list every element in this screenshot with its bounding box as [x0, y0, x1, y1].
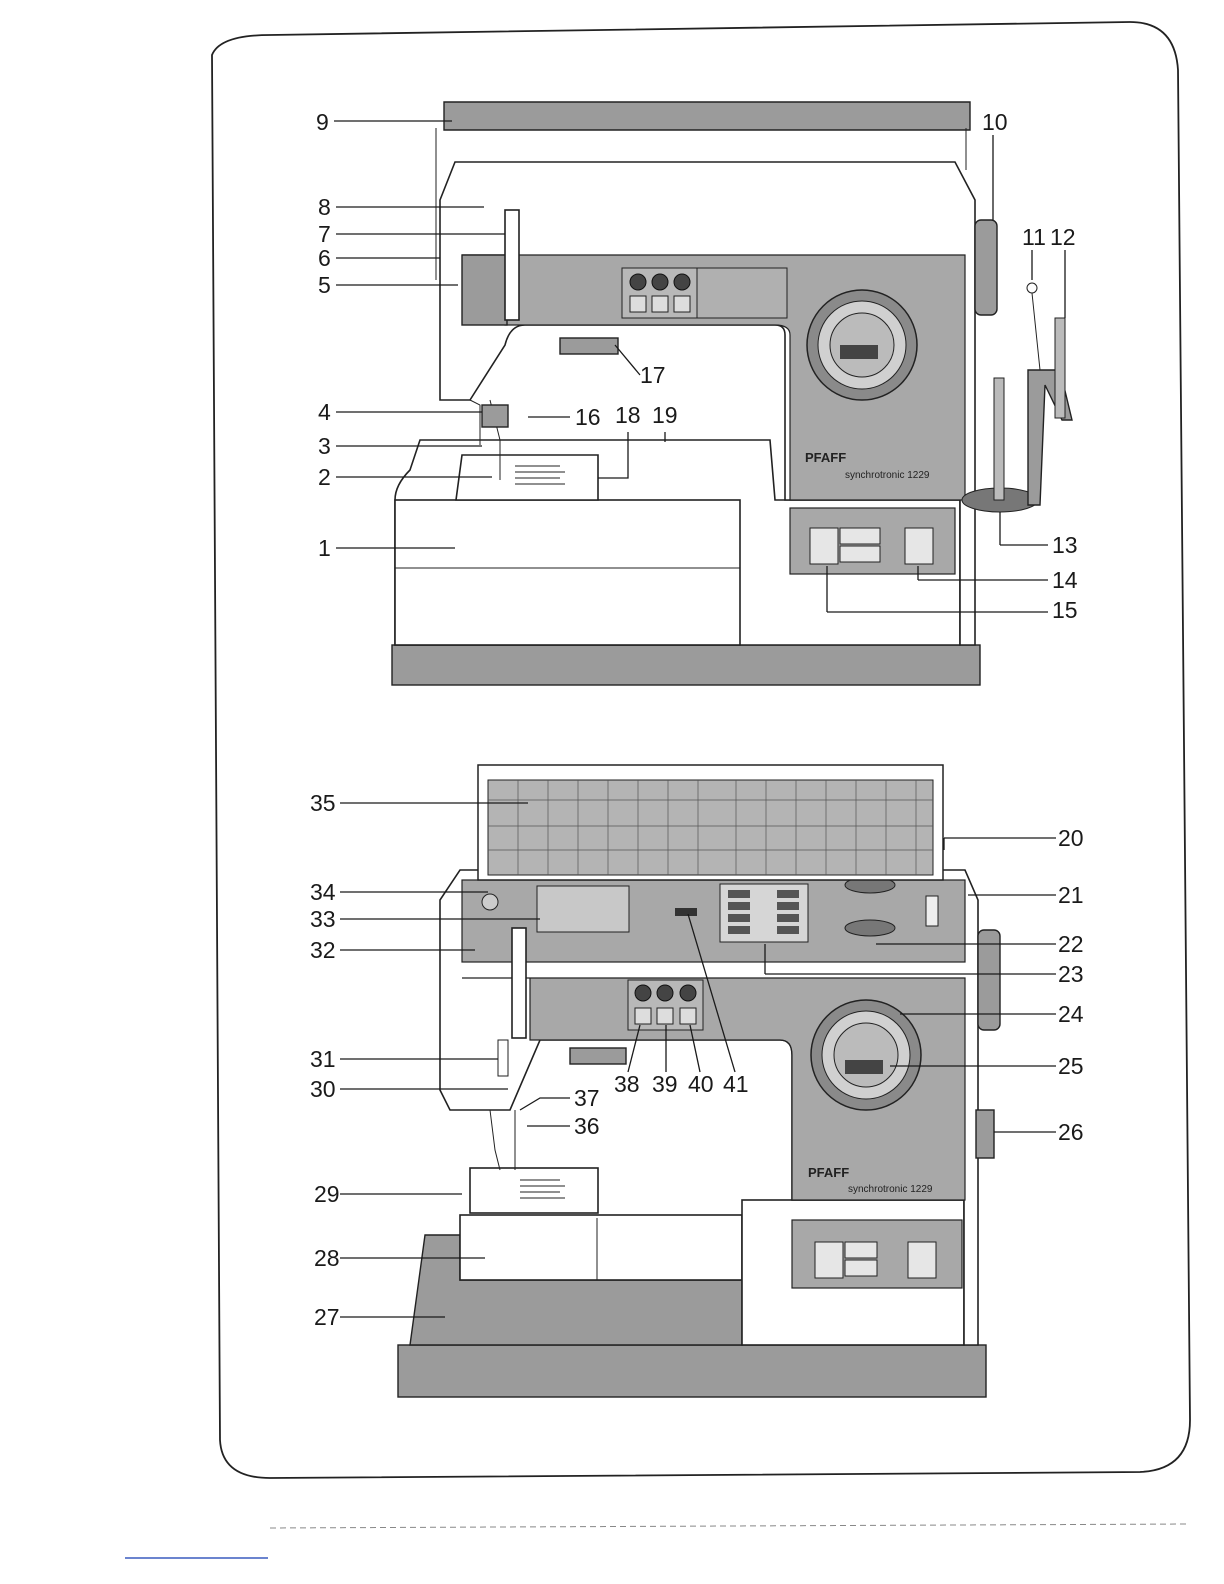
callout-9: 9 — [316, 109, 329, 135]
callout-4: 4 — [318, 399, 331, 425]
brand-text: PFAFF — [805, 450, 846, 465]
callout-35: 35 — [310, 790, 336, 816]
callout-41: 41 — [723, 1071, 749, 1097]
callout-10: 10 — [982, 109, 1008, 135]
callout-30: 30 — [310, 1076, 336, 1102]
callout-33: 33 — [310, 906, 336, 932]
brand-text-bottom: PFAFF — [808, 1165, 849, 1180]
callout-18: 18 — [615, 402, 641, 428]
callout-24: 24 — [1058, 1001, 1084, 1027]
callout-21: 21 — [1058, 882, 1084, 908]
callout-26: 26 — [1058, 1119, 1084, 1145]
callout-28: 28 — [314, 1245, 340, 1271]
carrying-handle — [444, 102, 970, 130]
callout-1: 1 — [318, 535, 331, 561]
callout-34: 34 — [310, 879, 336, 905]
callout-31: 31 — [310, 1046, 336, 1072]
callout-12: 12 — [1050, 224, 1076, 250]
stitch-dial — [807, 290, 917, 400]
machine-front-view: PFAFF synchrotronic 1229 — [316, 102, 1078, 685]
callout-8: 8 — [318, 194, 331, 220]
callout-40: 40 — [688, 1071, 714, 1097]
callout-16: 16 — [575, 404, 601, 430]
machine-open-view: PFAFF synchrotronic 1229 — [310, 765, 1084, 1397]
callout-32: 32 — [310, 937, 336, 963]
callout-19: 19 — [652, 402, 678, 428]
callout-22: 22 — [1058, 931, 1084, 957]
handwheel — [975, 220, 997, 315]
callout-39: 39 — [652, 1071, 678, 1097]
callout-13: 13 — [1052, 532, 1078, 558]
callout-14: 14 — [1052, 567, 1078, 593]
spool-holder — [962, 283, 1072, 512]
callout-36: 36 — [574, 1113, 600, 1139]
callout-38: 38 — [614, 1071, 640, 1097]
callout-5: 5 — [318, 272, 331, 298]
callout-6: 6 — [318, 245, 331, 271]
callout-17: 17 — [640, 362, 666, 388]
switch-panel — [790, 508, 955, 574]
callout-27: 27 — [314, 1304, 340, 1330]
scan-artifact-line — [270, 1524, 1190, 1528]
callout-20: 20 — [1058, 825, 1084, 851]
base-plate — [392, 645, 980, 685]
callout-37: 37 — [574, 1085, 600, 1111]
stitch-chart-lid — [478, 765, 943, 880]
callout-11: 11 — [1022, 224, 1046, 250]
callout-2: 2 — [318, 464, 331, 490]
stitch-buttons — [622, 268, 787, 318]
callout-25: 25 — [1058, 1053, 1084, 1079]
callout-3: 3 — [318, 433, 331, 459]
model-text-bottom: synchrotronic 1229 — [848, 1184, 933, 1195]
model-text: synchrotronic 1229 — [845, 470, 930, 481]
callout-7: 7 — [318, 221, 331, 247]
accessory-box — [395, 500, 740, 645]
callout-15: 15 — [1052, 597, 1078, 623]
callout-29: 29 — [314, 1181, 340, 1207]
callout-23: 23 — [1058, 961, 1084, 987]
